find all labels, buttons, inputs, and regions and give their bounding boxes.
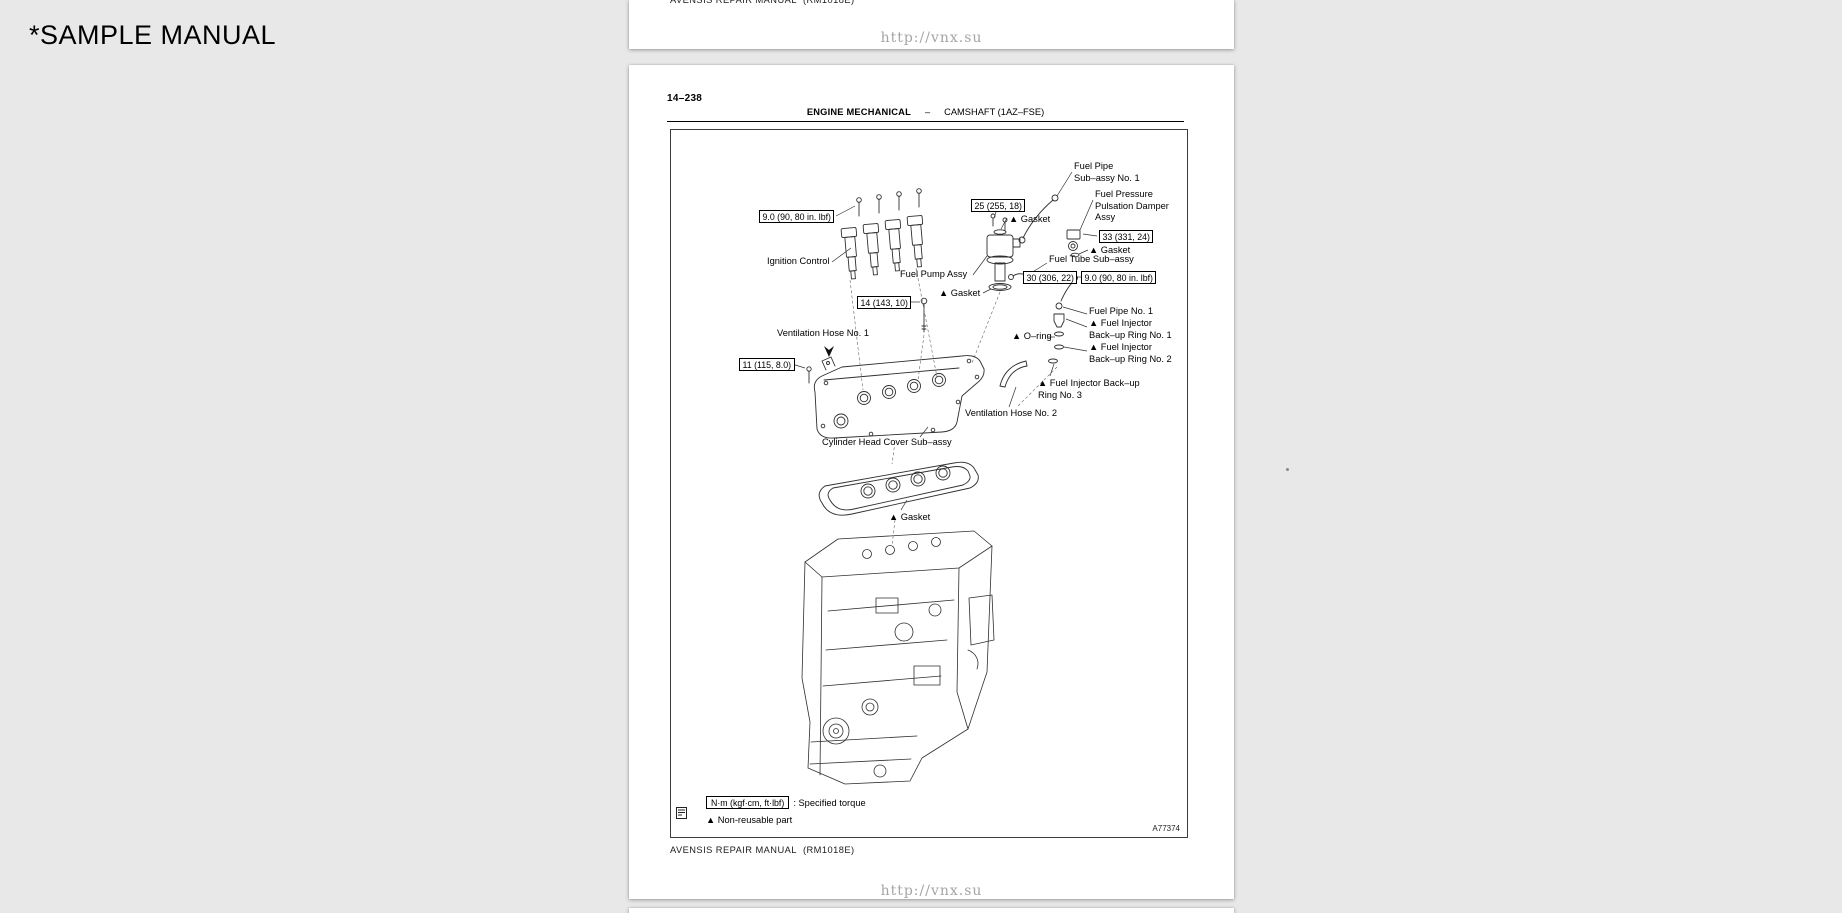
legend-torque-unit-box: N·m (kgf·cm, ft·lbf) [706,796,790,809]
page-number: 14–238 [667,93,703,104]
label-o-ring: ▲ O–ring [1012,331,1052,341]
watermark-text: http://vnx.su [880,883,983,899]
fuel-pump-assy-art [986,213,1021,291]
figure-id: A77374 [1152,824,1180,833]
fuel-injector-art [1048,279,1076,364]
legend-torque: N·m (kgf·cm, ft·lbf) : Specified torque [706,796,866,809]
manual-page: 14–238 ENGINE MECHANICAL – CAMSHAFT (1AZ–F… [629,65,1234,899]
label-fuel-tube-sub-assy: Fuel Tube Sub–assy [1049,254,1134,264]
label-cylinder-head-cover: Cylinder Head Cover Sub–assy [822,437,952,447]
next-page-fragment [629,908,1234,913]
torque-cover-side: 11 (115, 8.0) [739,358,795,372]
previous-page-fragment: AVENSIS REPAIR MANUAL (RM1018E) http://v… [629,0,1234,49]
torque-pump-bolts: 25 (255, 18) [971,199,1026,213]
section-separator: – [924,107,931,117]
legend-non-reusable: ▲ Non-reusable part [706,815,793,825]
label-gasket-cover: ▲ Gasket [889,512,931,522]
label-fuel-pump-assy: Fuel Pump Assy [900,269,968,279]
label-fuel-pressure-damper: Fuel Pressure Pulsation Damper Assy [1095,189,1169,223]
label-ventilation-hose2: Ventilation Hose No. 2 [965,408,1057,418]
section-header: ENGINE MECHANICAL – CAMSHAFT (1AZ–FSE) [667,107,1184,117]
cover-side-bolt-art [806,366,812,384]
section-title: ENGINE MECHANICAL [806,107,911,117]
page-footer: AVENSIS REPAIR MANUAL (RM1018E) [670,845,855,855]
head-cover-gasket-art [818,461,979,516]
page-marker-icon [676,806,687,824]
vent-hose1-arrow [824,346,834,357]
legend-torque-text: : Specified torque [793,797,866,808]
label-injector-backup-ring2: ▲ Fuel Injector Back–up Ring No. 2 [1089,342,1172,364]
dust-speck [1286,468,1289,471]
label-injector-backup-ring3: ▲ Fuel Injector Back–up Ring No. 3 [1038,378,1140,400]
leader-lines [791,171,1098,511]
previous-page-footer: AVENSIS REPAIR MANUAL (RM1018E) [670,0,855,5]
label-ventilation-hose1: Ventilation Hose No. 1 [777,328,869,338]
coil-mounting-bolts-art [856,188,922,217]
fuel-pipe-sub-assy-art [1018,194,1059,244]
exploded-diagram-art [791,171,1098,785]
assembly-dash-lines [849,267,1058,547]
label-gasket-damper: ▲ Gasket [1089,245,1131,255]
engine-block-art [801,530,995,785]
label-injector-backup-ring1: ▲ Fuel Injector Back–up Ring No. 1 [1089,318,1172,340]
watermark-text: http://vnx.su [880,30,983,46]
head-cover-bolt-art [920,297,928,333]
ignition-coils-art [840,215,924,280]
ventilation-hose2-art [999,360,1028,388]
pulsation-damper-art [1066,229,1081,258]
label-gasket-pump-bottom: ▲ Gasket [939,288,981,298]
label-fuel-pipe-sub-assy: Fuel Pipe Sub–assy No. 1 [1074,161,1140,183]
label-fuel-pipe-no1: Fuel Pipe No. 1 [1089,306,1154,316]
torque-damper: 33 (331, 24) [1099,230,1154,244]
torque-tube-union: 9.0 (90, 80 in. lbf) [1081,271,1157,285]
label-ignition-control: Ignition Control [767,256,830,266]
header-rule [667,121,1184,122]
exploded-view-figure: Fuel Pipe Sub–assy No. 1 Fuel Pressure P… [670,129,1188,838]
torque-fuel-tube: 30 (306, 22) [1023,271,1078,285]
label-gasket-pump-top: ▲ Gasket [1009,214,1051,224]
subsection-title: CAMSHAFT (1AZ–FSE) [944,107,1045,117]
cylinder-head-cover-art [813,355,985,439]
sample-manual-banner: *SAMPLE MANUAL [29,20,277,50]
torque-cover-bolt: 14 (143, 10) [857,296,912,310]
torque-coil-bolts: 9.0 (90, 80 in. lbf) [759,210,835,224]
